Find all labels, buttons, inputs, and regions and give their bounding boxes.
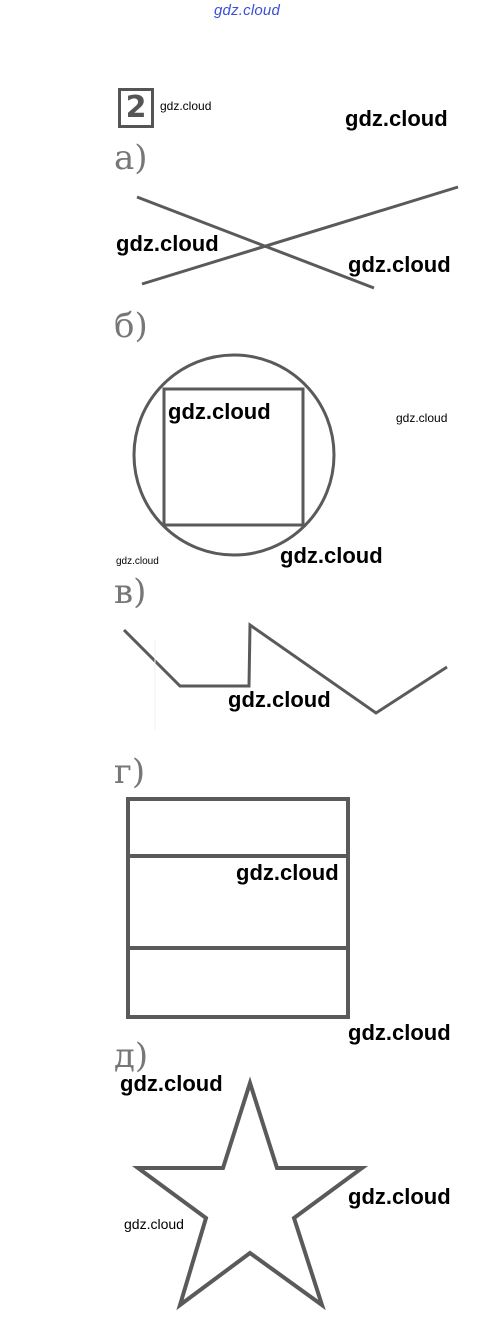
watermark: gdz.cloud xyxy=(116,231,219,256)
watermark: gdz.cloud xyxy=(280,543,383,568)
outer-rectangle xyxy=(126,797,350,1019)
label-g: г) xyxy=(114,752,146,792)
star-outline xyxy=(131,1076,369,1311)
label-d: д) xyxy=(114,1036,149,1076)
zigzag-line xyxy=(122,622,448,715)
watermark: gdz.cloud xyxy=(348,252,451,277)
watermark: gdz.cloud xyxy=(168,399,271,424)
watermark: gdz.cloud xyxy=(116,556,159,567)
watermark: gdz.cloud xyxy=(345,106,448,131)
watermark: gdz.cloud xyxy=(228,687,331,712)
label-a: а) xyxy=(114,138,148,178)
figure-divided-rectangle xyxy=(126,797,350,1019)
circle xyxy=(132,353,336,557)
watermark: gdz.cloud xyxy=(160,99,212,113)
figure-star xyxy=(131,1076,369,1311)
top-watermark: gdz.cloud xyxy=(214,2,281,19)
watermark: gdz.cloud xyxy=(120,1071,223,1096)
watermark: gdz.cloud xyxy=(396,411,448,425)
inscribed-square xyxy=(162,387,305,527)
watermark: gdz.cloud xyxy=(348,1020,451,1045)
watermark: gdz.cloud xyxy=(348,1184,451,1209)
figure-crossing-lines xyxy=(136,185,459,290)
figure-zigzag xyxy=(122,622,448,715)
label-b: б) xyxy=(114,306,148,346)
line-2 xyxy=(141,185,459,286)
task-number: 2 xyxy=(118,88,154,128)
label-v: в) xyxy=(114,572,147,612)
watermark: gdz.cloud xyxy=(236,860,339,885)
figure-circle-square xyxy=(132,353,336,557)
watermark: gdz.cloud xyxy=(124,1216,184,1232)
line-1 xyxy=(136,195,375,290)
